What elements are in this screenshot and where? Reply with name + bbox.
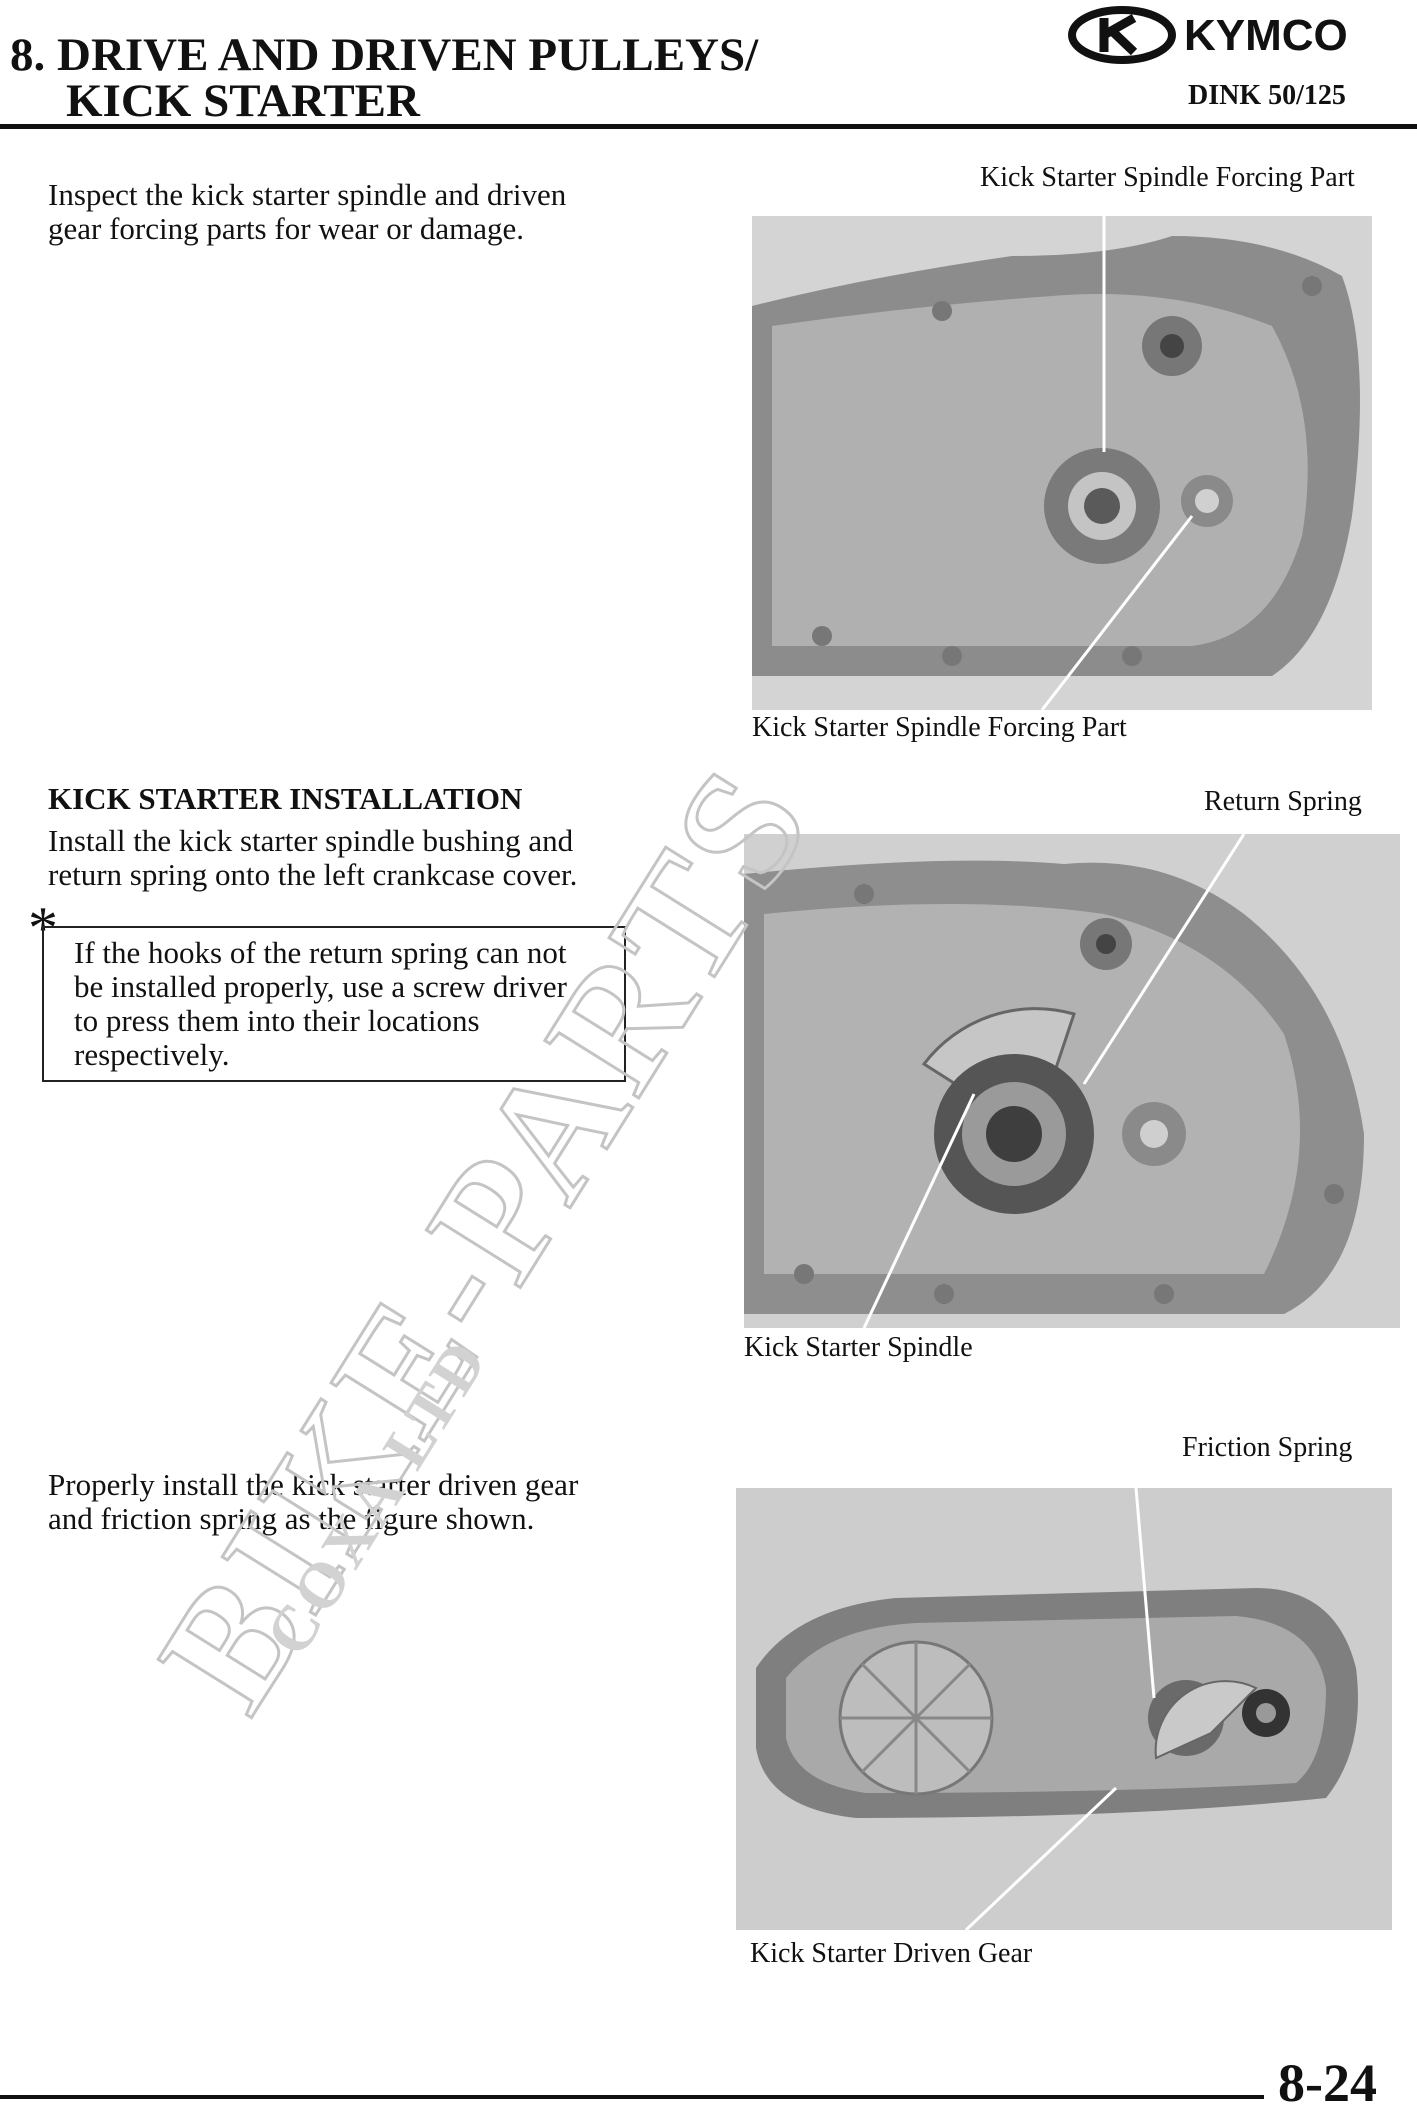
section3-text-line2: and friction spring as the figure shown.	[48, 1501, 535, 1536]
caption-spindle: Kick Starter Spindle	[744, 1332, 973, 1363]
section3-text-line1: Properly install the kick starter driven…	[48, 1467, 579, 1502]
note-line-2: be installed properly, use a screw drive…	[74, 969, 567, 1004]
brand-wordmark: KYMCO	[1184, 11, 1348, 60]
photo-return-spring	[744, 834, 1400, 1328]
section3-text: Properly install the kick starter driven…	[48, 1468, 578, 1536]
header-rule	[0, 124, 1417, 129]
page-title-line1: 8. DRIVE AND DRIVEN PULLEYS/	[10, 29, 759, 81]
section1-text: Inspect the kick starter spindle and dri…	[48, 178, 566, 246]
section1-text-line1: Inspect the kick starter spindle and dri…	[48, 177, 567, 212]
caption-forcing-part-top: Kick Starter Spindle Forcing Part	[980, 162, 1355, 193]
note-line-3: to press them into their locations	[74, 1003, 480, 1038]
photo-forcing-parts	[752, 216, 1372, 710]
kymco-logo: KYMCO	[1068, 4, 1408, 66]
section2-text: Install the kick starter spindle bushing…	[48, 824, 577, 892]
page-title-line2: KICK STARTER	[66, 75, 420, 127]
footer-rule	[0, 2095, 1264, 2099]
caption-friction-spring: Friction Spring	[1182, 1432, 1353, 1463]
caption-return-spring: Return Spring	[1204, 786, 1362, 817]
section2-text-line1: Install the kick starter spindle bushing…	[48, 823, 574, 858]
section2-text-line2: return spring onto the left crankcase co…	[48, 857, 578, 892]
photo-driven-gear	[736, 1488, 1392, 1930]
note-line-4: respectively.	[74, 1037, 230, 1072]
note-box: If the hooks of the return spring can no…	[42, 926, 626, 1082]
note-line-1: If the hooks of the return spring can no…	[74, 935, 567, 970]
model-name: DINK 50/125	[1188, 80, 1346, 111]
caption-driven-gear: Kick Starter Driven Gear	[750, 1938, 1033, 1969]
page-number: 8-24	[1278, 2053, 1377, 2113]
caption-forcing-part-bottom: Kick Starter Spindle Forcing Part	[752, 712, 1127, 743]
installation-heading: KICK STARTER INSTALLATION	[48, 781, 523, 816]
section1-text-line2: gear forcing parts for wear or damage.	[48, 211, 524, 246]
